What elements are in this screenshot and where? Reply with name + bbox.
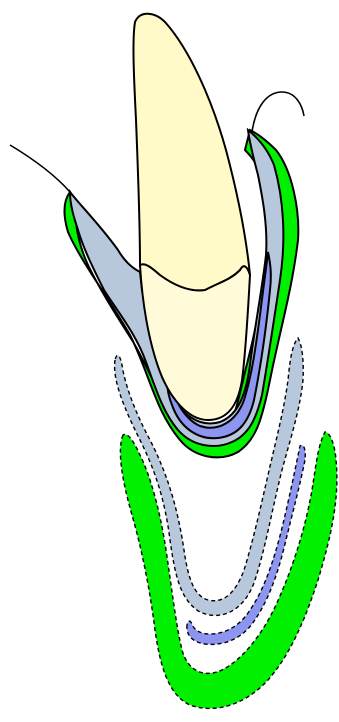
- tooth-crown: [133, 14, 250, 291]
- separated-green-layer: [120, 432, 336, 708]
- assembled-tooth: [10, 14, 304, 458]
- left-fiber-line: [10, 145, 70, 192]
- right-fiber-line: [252, 92, 304, 132]
